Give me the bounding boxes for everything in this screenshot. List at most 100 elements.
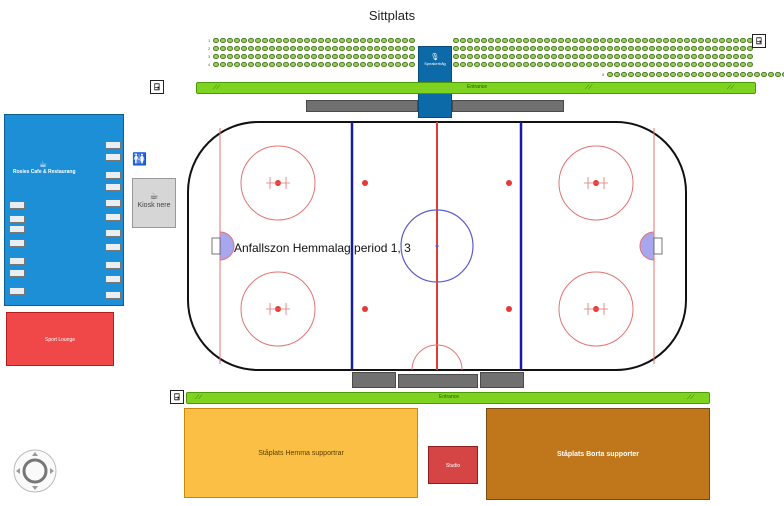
cafe-table[interactable] [105,199,121,207]
seat[interactable] [367,37,374,43]
seat[interactable] [269,61,276,67]
seat[interactable] [579,61,586,67]
seat[interactable] [579,53,586,59]
seat[interactable] [565,37,572,43]
seat[interactable] [698,53,705,59]
seat[interactable] [381,37,388,43]
seat[interactable] [516,37,523,43]
seat[interactable] [367,61,374,67]
seat[interactable] [621,53,628,59]
seat[interactable] [726,61,733,67]
seat[interactable] [381,61,388,67]
cafe-table[interactable] [105,183,121,191]
seat[interactable] [409,61,416,67]
seat[interactable] [220,37,227,43]
seat[interactable] [726,71,733,77]
seat[interactable] [283,37,290,43]
seat[interactable] [311,61,318,67]
seat[interactable] [276,37,283,43]
seat[interactable] [572,61,579,67]
seat[interactable] [502,53,509,59]
seat[interactable] [628,37,635,43]
seat[interactable] [346,53,353,59]
seat[interactable] [290,37,297,43]
seat[interactable] [332,53,339,59]
seat[interactable] [544,53,551,59]
seat[interactable] [325,53,332,59]
seat[interactable] [453,53,460,59]
seat[interactable] [607,45,614,51]
cafe-table[interactable] [105,171,121,179]
seat[interactable] [395,61,402,67]
seat[interactable] [572,53,579,59]
seat[interactable] [712,71,719,77]
seat[interactable] [579,45,586,51]
seat[interactable] [733,53,740,59]
seat[interactable] [719,37,726,43]
seat[interactable] [220,61,227,67]
seat[interactable] [656,45,663,51]
seat[interactable] [367,45,374,51]
cafe-area[interactable]: ☕ Rosies Cafe & Restaurang [4,114,124,306]
seat[interactable] [495,37,502,43]
seat[interactable] [509,45,516,51]
seat[interactable] [402,61,409,67]
seat[interactable] [488,61,495,67]
seat[interactable] [565,53,572,59]
seat[interactable] [481,53,488,59]
seat[interactable] [712,53,719,59]
seat[interactable] [297,45,304,51]
studio[interactable]: Studio [428,446,478,484]
seat[interactable] [495,53,502,59]
seat[interactable] [719,61,726,67]
seat[interactable] [684,45,691,51]
compass-control-icon[interactable] [12,448,58,494]
seat[interactable] [360,37,367,43]
away-supporters-area[interactable]: Ståplats Borta supporter [486,408,710,500]
seat[interactable] [220,53,227,59]
seat[interactable] [607,71,614,77]
seat[interactable] [551,45,558,51]
seat[interactable] [642,71,649,77]
seat[interactable] [467,45,474,51]
seat[interactable] [262,45,269,51]
seat[interactable] [691,71,698,77]
seat[interactable] [304,53,311,59]
seat[interactable] [719,45,726,51]
seat[interactable] [684,53,691,59]
seat[interactable] [670,61,677,67]
seat[interactable] [628,61,635,67]
seat[interactable] [782,71,784,77]
seat[interactable] [509,61,516,67]
seat[interactable] [381,53,388,59]
seat[interactable] [262,37,269,43]
seat[interactable] [740,53,747,59]
seat[interactable] [586,45,593,51]
seat[interactable] [220,45,227,51]
seat[interactable] [572,37,579,43]
seat[interactable] [740,61,747,67]
seat[interactable] [474,37,481,43]
seat[interactable] [381,45,388,51]
cafe-table[interactable] [9,239,25,247]
seat[interactable] [670,37,677,43]
seat[interactable] [663,53,670,59]
seat[interactable] [754,71,761,77]
seat[interactable] [460,61,467,67]
seat[interactable] [353,61,360,67]
seat[interactable] [353,53,360,59]
seat[interactable] [761,71,768,77]
seat[interactable] [395,53,402,59]
seat[interactable] [621,61,628,67]
seat[interactable] [635,53,642,59]
cafe-table[interactable] [105,213,121,221]
seat[interactable] [339,61,346,67]
seat[interactable] [663,37,670,43]
seat[interactable] [297,37,304,43]
seat[interactable] [481,37,488,43]
seat[interactable] [726,45,733,51]
seat[interactable] [234,37,241,43]
seat[interactable] [460,37,467,43]
cafe-table[interactable] [105,229,121,237]
seat[interactable] [705,37,712,43]
